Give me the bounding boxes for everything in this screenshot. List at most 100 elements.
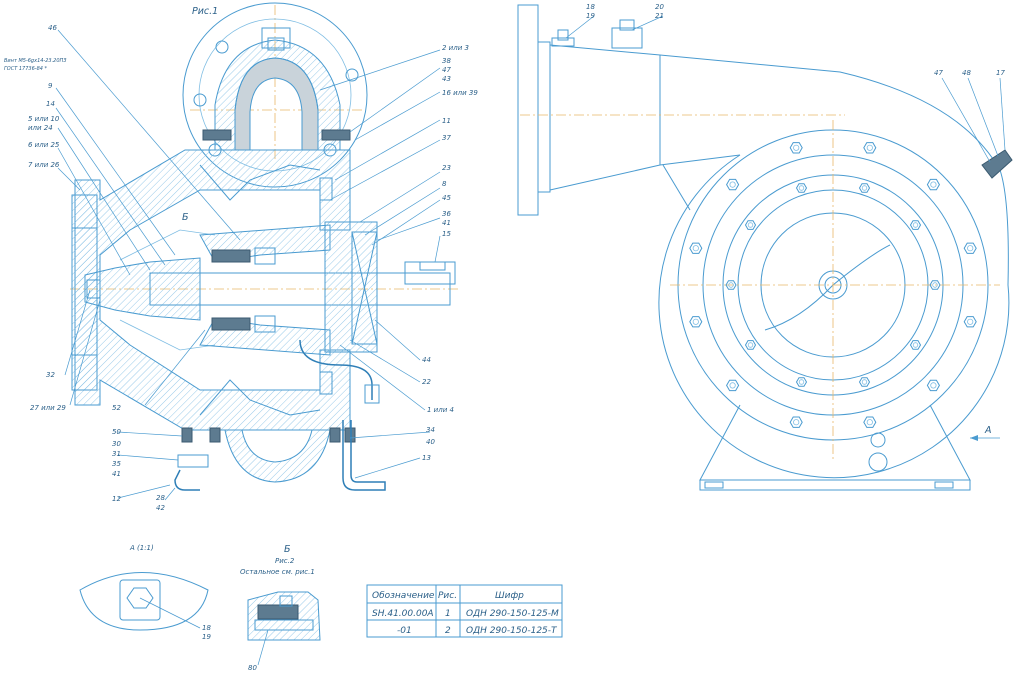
pump-casing	[74, 149, 351, 431]
callout: 9	[48, 82, 53, 90]
table-cell: -01	[397, 626, 412, 636]
bolt-hex	[795, 183, 808, 193]
callout: 31	[112, 450, 121, 458]
bolt-hole	[861, 379, 868, 385]
callout: 50	[112, 428, 121, 436]
spec-table	[366, 584, 563, 638]
bolt-hex	[689, 242, 703, 254]
detail-b-letter: Б	[284, 544, 291, 555]
bolt-hole	[930, 382, 937, 389]
bolt-hex	[726, 178, 740, 191]
discharge-flange	[517, 4, 539, 216]
callout: 18	[202, 624, 211, 632]
bolt-hole	[729, 382, 736, 389]
bolt-hex	[689, 316, 703, 328]
callout: 47	[442, 66, 451, 74]
table-cell: ОДН 290-150-125-Т	[466, 626, 558, 636]
bolt-hole	[930, 181, 937, 188]
callout: 38	[442, 57, 451, 65]
callout: 20	[655, 3, 664, 11]
callout: 19	[202, 633, 211, 641]
callout: или 24	[28, 124, 53, 132]
left-note-line1: Винт М5-6gх14-23.20ПЗ	[4, 58, 67, 64]
fig1-title: Рис.1	[192, 6, 218, 17]
bolt-hex	[909, 220, 922, 230]
bolt-hole	[866, 144, 873, 151]
bolt-hole	[798, 379, 805, 385]
bolt-hex	[858, 377, 871, 387]
callout: 34	[426, 426, 435, 434]
callout: 41	[112, 470, 121, 478]
callout: 11	[442, 117, 451, 125]
bolt-hex	[725, 280, 737, 290]
bolt-hex	[863, 142, 877, 154]
callout: 37	[442, 134, 451, 142]
view-a-detail	[79, 572, 209, 631]
detail-b	[247, 591, 321, 666]
impeller	[84, 257, 201, 321]
callout: 42	[156, 504, 165, 512]
callout: 12	[112, 495, 121, 503]
bolt-hole	[912, 342, 919, 348]
bolt-hole	[912, 222, 919, 228]
callout: 43	[442, 75, 451, 83]
bolt-hole	[932, 282, 938, 288]
callout: 19	[586, 12, 595, 20]
view-a-arrow-label: А	[984, 425, 992, 436]
callout: 45	[442, 194, 451, 202]
callout: 1 или 4	[427, 406, 454, 414]
callout: 21	[655, 12, 664, 20]
detail-b-fig: Рис.2	[275, 557, 295, 565]
callout: 23	[442, 164, 451, 172]
bolt-hole	[793, 144, 800, 151]
bolt-hex	[795, 377, 808, 387]
bolt-hole	[967, 245, 974, 252]
callout: 18	[586, 3, 595, 11]
bolt-hex	[929, 280, 941, 290]
bolt-hole	[692, 245, 699, 252]
bolt-hex	[789, 416, 803, 428]
callout: 6 или 25	[28, 141, 60, 149]
callout: 17	[996, 69, 1005, 77]
bolt-hex	[926, 178, 940, 191]
table-header-code: Шифр	[495, 591, 524, 601]
table-header-designation: Обозначение	[372, 591, 435, 601]
front-view	[517, 4, 1013, 491]
callout: 16 или 39	[442, 89, 478, 97]
callout: 80	[248, 664, 257, 672]
callout: 40	[426, 438, 435, 446]
table-cell: 1	[445, 609, 451, 619]
callout: 41	[442, 219, 451, 227]
bolt-hex	[858, 183, 871, 193]
table-cell: 2	[445, 626, 451, 636]
table-header-fig: Рис.	[438, 591, 457, 601]
callout: 13	[422, 454, 431, 462]
callout: 8	[442, 180, 447, 188]
section-b-mark: Б	[182, 212, 189, 223]
callout: 28	[156, 494, 165, 502]
bolt-hole	[728, 282, 734, 288]
bolt-hex	[789, 142, 803, 154]
callout: 35	[112, 460, 121, 468]
left-note-line2: ГОСТ 17736-84 *	[4, 66, 48, 72]
detail-b-note: Остальное см. рис.1	[240, 568, 315, 576]
callout: 27 или 29	[30, 404, 66, 412]
table-cell: SH.41.00.00A	[372, 609, 434, 619]
bolt-hex	[963, 316, 977, 328]
bolt-hex	[926, 379, 940, 392]
bolt-hole	[967, 318, 974, 325]
callout: 47	[934, 69, 943, 77]
callout: 44	[422, 356, 431, 364]
bolt-hex	[744, 340, 757, 350]
bolt-hole	[793, 419, 800, 426]
callout: 14	[46, 100, 55, 108]
table-cell: ОДН 290-150-125-М	[466, 609, 559, 619]
bolt-hole	[861, 185, 868, 191]
bolt-hex	[909, 340, 922, 350]
callout: 7 или 26	[28, 161, 60, 169]
callout: 48	[962, 69, 971, 77]
shaft	[149, 272, 451, 306]
bolt-hex	[726, 379, 740, 392]
callout: 2 или 3	[442, 44, 469, 52]
